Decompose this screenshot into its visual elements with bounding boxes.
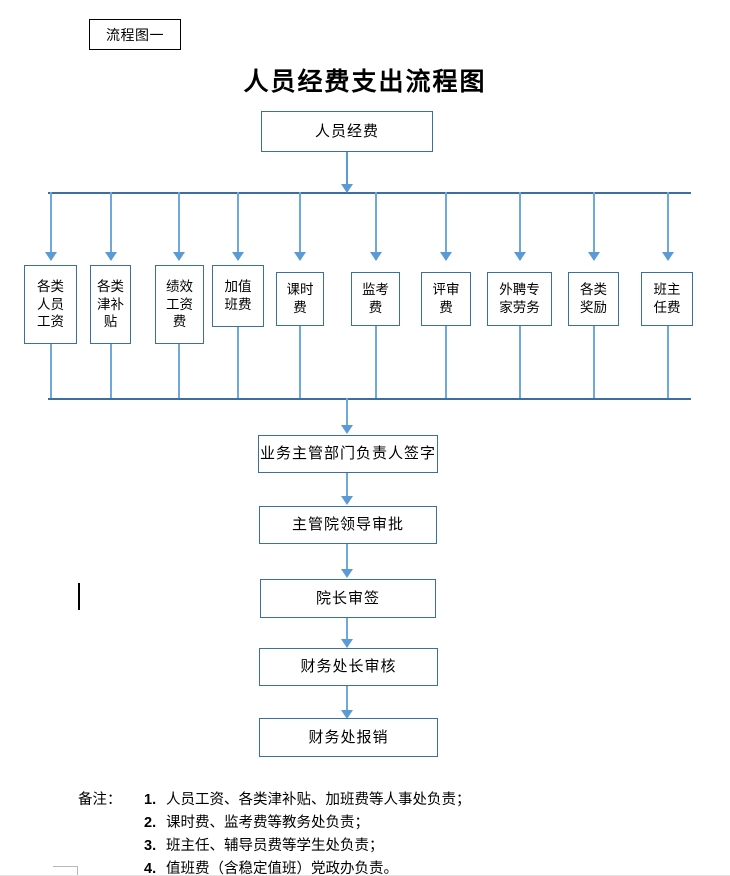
connector-merge-to-step-1 bbox=[346, 398, 348, 432]
node-branch-7: 评审 费 bbox=[421, 272, 471, 326]
arrowhead-branch-8 bbox=[514, 252, 526, 261]
arrowhead-branch-7 bbox=[440, 252, 452, 261]
connector-branch-5-down bbox=[299, 192, 301, 260]
footnotes-lead: 备注： bbox=[78, 792, 122, 808]
node-branch-4: 加值 班费 bbox=[212, 265, 264, 327]
connector-branch-10-down bbox=[667, 192, 669, 260]
connector-branch-9-down bbox=[593, 192, 595, 260]
node-branch-3: 绩效 工资 费 bbox=[155, 265, 204, 344]
node-step-3-label: 院长审签 bbox=[315, 589, 380, 607]
footnote-row-1: 备注： 1. 人员工资、各类津补贴、加班费等人事处负责； bbox=[78, 789, 638, 812]
node-branch-3-label: 绩效 工资 费 bbox=[166, 279, 193, 330]
node-branch-1: 各类 人员 工资 bbox=[24, 265, 77, 344]
arrowhead-branch-3 bbox=[173, 252, 185, 261]
connector-branch-3-merge bbox=[178, 344, 180, 399]
footnote-row-3: 3. 班主任、辅导员费等学生处负责； bbox=[78, 835, 638, 858]
connector-branch-9-merge bbox=[593, 326, 595, 399]
footnote-2-text: 课时费、监考费等教务处负责； bbox=[166, 814, 369, 831]
node-branch-9: 各类 奖励 bbox=[568, 272, 619, 326]
node-root: 人员经费 bbox=[261, 111, 433, 152]
page-frame-artifact-vertical bbox=[77, 866, 78, 876]
node-branch-2-label: 各类 津补 贴 bbox=[97, 279, 124, 330]
node-branch-6: 监考 费 bbox=[351, 272, 400, 326]
connector-branch-4-merge bbox=[237, 327, 239, 399]
arrowhead-step-1 bbox=[341, 425, 353, 434]
connector-branch-7-merge bbox=[445, 326, 447, 399]
node-branch-6-label: 监考 费 bbox=[362, 282, 389, 315]
footnote-row-2: 2. 课时费、监考费等教务处负责； bbox=[78, 812, 638, 835]
node-step-5-label: 财务处报销 bbox=[308, 728, 389, 746]
footnote-2-num: 2. bbox=[144, 814, 157, 831]
footnotes: 备注： 1. 人员工资、各类津补贴、加班费等人事处负责； 2. 课时费、监考费等… bbox=[78, 789, 638, 876]
node-branch-10-label: 班主 任费 bbox=[653, 282, 681, 315]
connector-step-3-to-4 bbox=[346, 618, 348, 647]
connector-branch-8-down bbox=[519, 192, 521, 260]
footnote-3-text: 班主任、辅导员费等学生处负责； bbox=[166, 837, 384, 854]
node-branch-2: 各类 津补 贴 bbox=[90, 265, 131, 344]
arrowhead-branch-1 bbox=[45, 252, 57, 261]
connector-branch-1-down bbox=[50, 192, 52, 260]
connector-branch-2-down bbox=[110, 192, 112, 260]
connector-root-down bbox=[346, 152, 348, 192]
arrowhead-branch-9 bbox=[588, 252, 600, 261]
footnote-4-num: 4. bbox=[144, 860, 157, 876]
node-step-1-label: 业务主管部门负责人签字 bbox=[259, 445, 436, 463]
page-title: 人员经费支出流程图 bbox=[243, 69, 487, 96]
node-branch-1-label: 各类 人员 工资 bbox=[37, 279, 64, 330]
footnote-1-text: 人员工资、各类津补贴、加班费等人事处负责； bbox=[166, 792, 471, 808]
node-branch-8: 外聘专 家劳务 bbox=[487, 272, 552, 326]
node-branch-10: 班主 任费 bbox=[641, 272, 693, 326]
footnote-1-num: 1. bbox=[144, 792, 157, 808]
arrowhead-branch-2 bbox=[105, 252, 117, 261]
arrowhead-root-down bbox=[341, 184, 353, 193]
connector-branch-10-merge bbox=[667, 326, 669, 399]
connector-branch-6-merge bbox=[375, 326, 377, 399]
arrowhead-branch-4 bbox=[232, 252, 244, 261]
node-branch-4-label: 加值 班费 bbox=[224, 279, 252, 312]
connector-branch-7-down bbox=[445, 192, 447, 260]
node-step-3: 院长审签 bbox=[260, 579, 436, 618]
connector-branch-2-merge bbox=[110, 344, 112, 399]
connector-branch-4-down bbox=[237, 192, 239, 260]
node-step-1: 业务主管部门负责人签字 bbox=[258, 435, 438, 473]
arrowhead-branch-6 bbox=[370, 252, 382, 261]
diagram-tag-box: 流程图一 bbox=[89, 19, 181, 50]
arrowhead-branch-5 bbox=[294, 252, 306, 261]
node-root-label: 人员经费 bbox=[314, 122, 379, 140]
merge-bar-bottom bbox=[48, 398, 691, 400]
node-step-2-label: 主管院领导审批 bbox=[291, 516, 404, 534]
arrowhead-step-5 bbox=[341, 710, 353, 719]
connector-branch-5-merge bbox=[299, 326, 301, 399]
connector-step-2-to-3 bbox=[346, 544, 348, 576]
connector-step-4-to-5 bbox=[346, 686, 348, 717]
node-branch-9-label: 各类 奖励 bbox=[580, 282, 607, 315]
connector-branch-6-down bbox=[375, 192, 377, 260]
connector-branch-8-merge bbox=[519, 326, 521, 399]
connector-branch-1-merge bbox=[50, 344, 52, 399]
footnote-row-4: 4. 值班费（含稳定值班）党政办负责。 bbox=[78, 858, 638, 876]
arrowhead-step-2 bbox=[341, 496, 353, 505]
node-branch-5-label: 课时 费 bbox=[286, 282, 314, 315]
diagram-tag-label: 流程图一 bbox=[106, 26, 164, 43]
node-branch-7-label: 评审 费 bbox=[432, 282, 460, 315]
node-step-4-label: 财务处长审核 bbox=[300, 658, 397, 676]
node-step-5: 财务处报销 bbox=[259, 718, 438, 757]
arrowhead-step-4 bbox=[341, 639, 353, 648]
text-caret bbox=[78, 583, 80, 610]
arrowhead-step-3 bbox=[341, 569, 353, 578]
connector-branch-3-down bbox=[178, 192, 180, 260]
distribution-bar-top bbox=[48, 192, 691, 194]
footnote-4-text: 值班费（含稳定值班）党政办负责。 bbox=[166, 860, 398, 876]
node-step-4: 财务处长审核 bbox=[259, 648, 438, 686]
node-step-2: 主管院领导审批 bbox=[259, 506, 437, 544]
page-frame-artifact-horizontal bbox=[53, 866, 78, 867]
node-branch-8-label: 外聘专 家劳务 bbox=[499, 282, 540, 315]
footnote-3-num: 3. bbox=[144, 837, 157, 854]
node-branch-5: 课时 费 bbox=[276, 272, 324, 326]
connector-step-1-to-2 bbox=[346, 473, 348, 503]
arrowhead-branch-10 bbox=[662, 252, 674, 261]
